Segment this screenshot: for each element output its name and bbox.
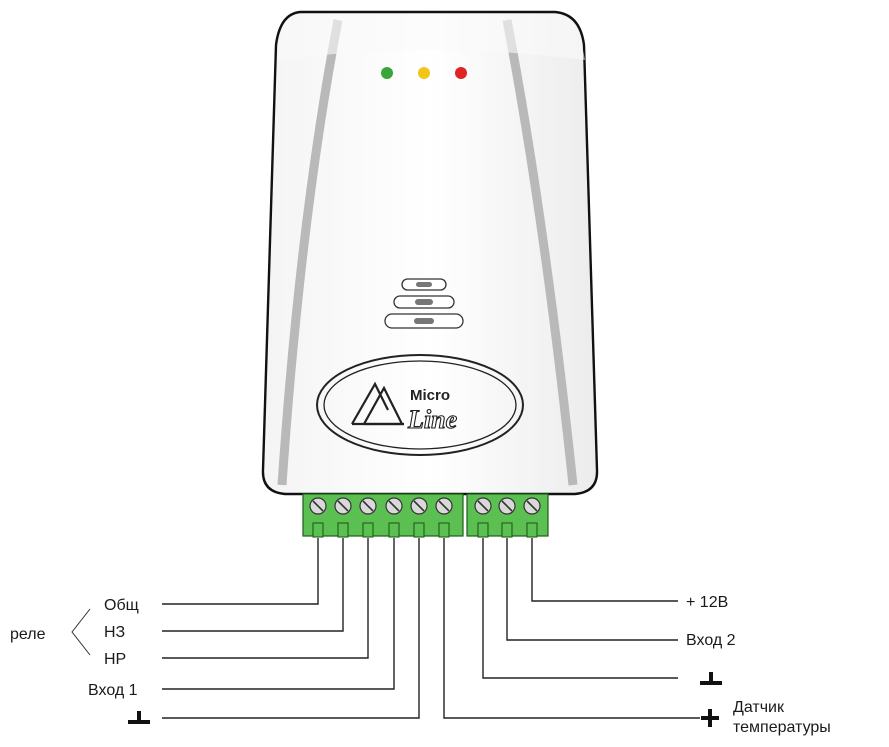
screw-slot xyxy=(526,500,538,512)
terminal-pin xyxy=(438,522,450,538)
left-stripe xyxy=(277,19,343,486)
ground-icon-left xyxy=(128,711,150,724)
wire-input1 xyxy=(162,538,395,690)
terminal-pin xyxy=(413,522,425,538)
terminal-pin xyxy=(477,522,489,538)
label-plus12: + 12В xyxy=(686,594,728,611)
vent-slots xyxy=(384,278,464,329)
wire-nc xyxy=(162,538,344,632)
ground-icon-right xyxy=(700,672,722,685)
right-stripe xyxy=(502,19,578,486)
terminal-pin xyxy=(526,522,538,538)
wire-ground-right xyxy=(482,538,678,679)
logo-line-text: Line xyxy=(407,405,457,434)
label-temp-sensor-line2: температуры xyxy=(733,719,831,736)
label-input2: Вход 2 xyxy=(686,632,736,649)
screw-slot xyxy=(362,500,374,512)
terminal-block-left xyxy=(302,493,464,537)
relay-bracket-icon xyxy=(71,608,91,656)
logo-micro-text: Micro xyxy=(410,387,450,404)
terminal-pin xyxy=(362,522,374,538)
led-yellow-icon xyxy=(418,67,430,79)
terminal-pin xyxy=(501,522,513,538)
terminal-screws xyxy=(309,497,541,515)
label-input1: Вход 1 xyxy=(88,682,138,699)
screw-slot xyxy=(501,500,513,512)
terminal-pins xyxy=(312,522,538,538)
screw-slot xyxy=(337,500,349,512)
screw-slot xyxy=(388,500,400,512)
label-common: Общ xyxy=(104,597,139,614)
wire-common xyxy=(162,538,319,605)
wire-temp-sensor xyxy=(443,538,700,719)
led-green-icon xyxy=(381,67,393,79)
wire-no xyxy=(162,538,369,659)
wire-input2 xyxy=(506,538,678,641)
screw-slot xyxy=(413,500,425,512)
screw-slot xyxy=(312,500,324,512)
wire-plus12 xyxy=(531,538,678,602)
wire-ground-left xyxy=(162,538,420,719)
terminal-pin xyxy=(312,522,324,538)
terminal-pin xyxy=(388,522,400,538)
logo-mountains-icon xyxy=(351,381,404,426)
label-temp-sensor-line1: Датчик xyxy=(733,699,785,716)
wires xyxy=(162,538,700,719)
label-no: НР xyxy=(104,651,126,668)
plus-icon xyxy=(701,709,719,727)
terminal-pin xyxy=(337,522,349,538)
brand-logo: Micro Line xyxy=(316,354,524,456)
device-body xyxy=(261,10,599,496)
screw-slot xyxy=(477,500,489,512)
label-nc: НЗ xyxy=(104,624,125,641)
screw-slot xyxy=(438,500,450,512)
label-relay-group: реле xyxy=(10,626,46,643)
led-red-icon xyxy=(455,67,467,79)
